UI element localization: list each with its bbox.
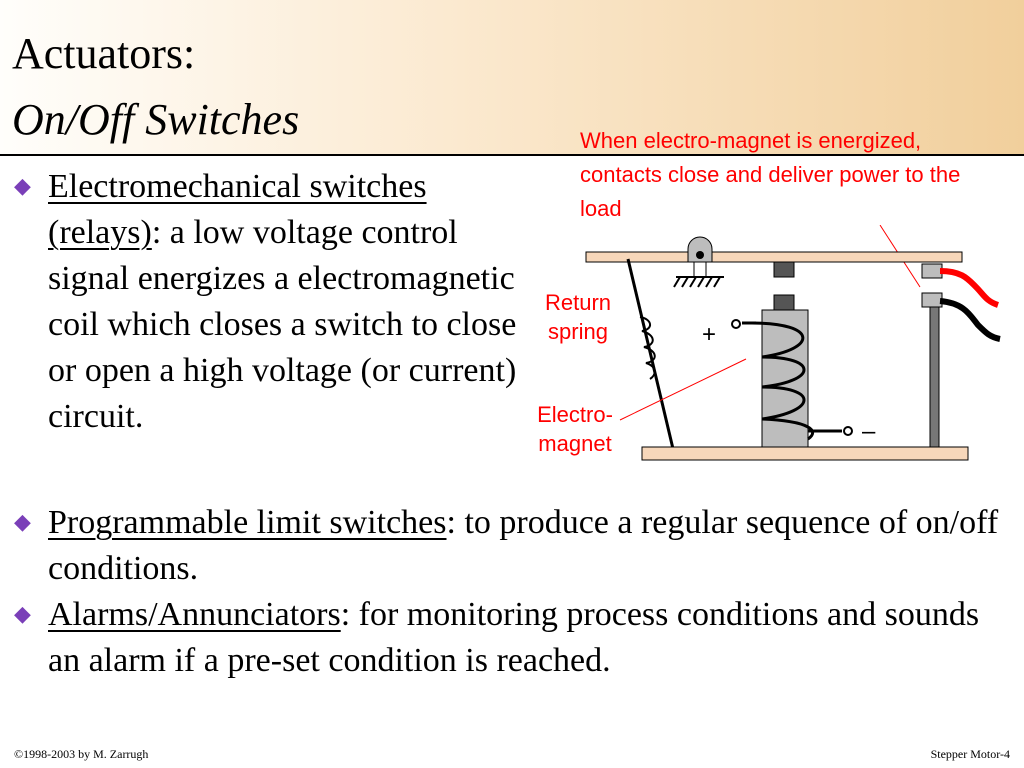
relay-diagram: + – bbox=[585, 225, 1001, 461]
diamond-bullet-icon: ◆ bbox=[14, 509, 31, 534]
base-plate bbox=[641, 446, 969, 461]
minus-sign: – bbox=[862, 418, 876, 445]
relay-callout-text: When electro-magnet is energized, contac… bbox=[580, 128, 961, 221]
load-wire-black bbox=[939, 298, 1001, 342]
bullet-limit-switches: ◆ Programmable limit switches: to produc… bbox=[14, 500, 1008, 592]
plus-sign: + bbox=[702, 321, 716, 348]
ground-hatch-icon bbox=[673, 276, 721, 288]
slide-subtitle: On/Off Switches bbox=[12, 95, 300, 144]
pivot-icon bbox=[687, 236, 713, 263]
bullet-alarms: ◆ Alarms/Annunciators: for monitoring pr… bbox=[14, 592, 1008, 684]
title-band bbox=[0, 0, 1024, 155]
return-spring-label: Return spring bbox=[544, 290, 612, 344]
armature-pole bbox=[773, 261, 795, 278]
return-spring-lever bbox=[626, 258, 676, 454]
electromagnet-label: Electro- magnet bbox=[537, 402, 613, 456]
bullet-text: : for monitoring process conditions and … bbox=[48, 596, 980, 679]
footer-copyright: ©1998-2003 by M. Zarrugh bbox=[14, 747, 149, 761]
bullet-relays: ◆ Electromechanical switches (relays): a… bbox=[14, 164, 538, 440]
positive-terminal bbox=[731, 319, 741, 329]
electromagnet-leader-line bbox=[619, 358, 747, 421]
bullet-term: Electromechanical switches (relays) bbox=[48, 168, 427, 251]
bullet-text: : to produce a regular sequence of on/of… bbox=[48, 504, 999, 587]
bullet-term: Programmable limit switches bbox=[48, 504, 447, 541]
bullet-term: Alarms/Annunciators bbox=[48, 596, 341, 633]
return-spring-coil bbox=[639, 316, 656, 380]
contact-post bbox=[929, 306, 940, 448]
slide-title: Actuators: bbox=[12, 29, 196, 78]
upper-contact bbox=[921, 263, 943, 279]
lower-contact bbox=[921, 292, 943, 308]
negative-terminal bbox=[843, 426, 853, 436]
title-divider bbox=[0, 154, 1024, 156]
electromagnet-core bbox=[761, 309, 809, 449]
bullet-text: : a low voltage control signal energizes… bbox=[48, 214, 517, 435]
load-wire-red bbox=[939, 268, 1000, 308]
core-top bbox=[773, 294, 795, 311]
electromagnet-coil bbox=[751, 321, 815, 441]
diamond-bullet-icon: ◆ bbox=[14, 601, 31, 626]
diamond-bullet-icon: ◆ bbox=[14, 173, 31, 198]
armature-plate bbox=[585, 251, 963, 263]
footer-slide-id: Stepper Motor-4 bbox=[930, 747, 1010, 761]
